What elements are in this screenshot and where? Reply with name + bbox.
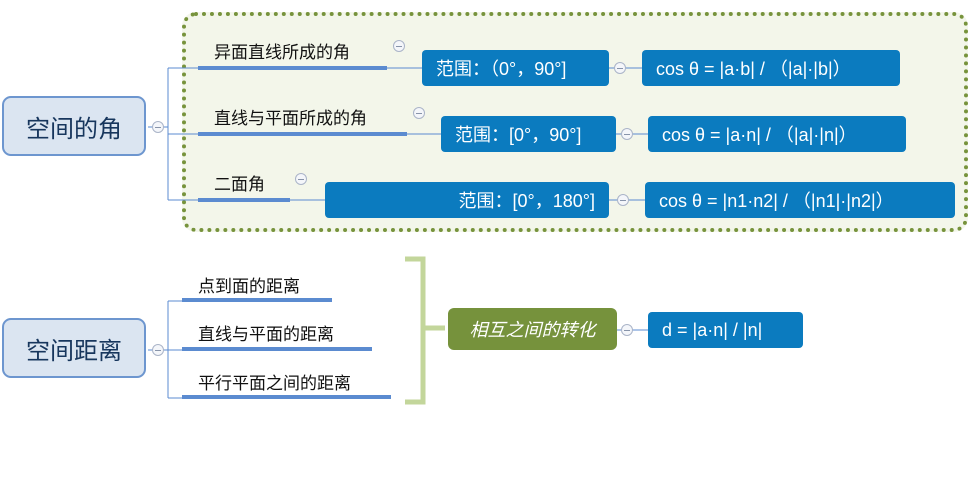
- topic-point-plane-distance[interactable]: 点到面的距离: [198, 277, 300, 296]
- topic-underline: [198, 132, 407, 136]
- topic-line-plane-distance[interactable]: 直线与平面的距离: [198, 325, 334, 344]
- collapse-toggle[interactable]: [621, 128, 633, 140]
- topic-dihedral-angle[interactable]: 二面角: [214, 175, 265, 194]
- collapse-toggle[interactable]: [295, 173, 307, 185]
- topic-underline: [198, 66, 387, 70]
- collapse-toggle[interactable]: [393, 40, 405, 52]
- topic-underline: [182, 395, 391, 399]
- collapse-toggle[interactable]: [413, 107, 425, 119]
- range-box[interactable]: 范围：（0°，90°]: [422, 50, 609, 86]
- topic-skew-lines-angle[interactable]: 异面直线所成的角: [214, 43, 350, 62]
- topic-underline: [182, 347, 372, 351]
- range-box[interactable]: 范围：[0°，90°]: [441, 116, 616, 152]
- topic-underline: [182, 298, 332, 302]
- collapse-toggle[interactable]: [617, 194, 629, 206]
- summary-box[interactable]: 相互之间的转化: [448, 308, 617, 350]
- collapse-toggle[interactable]: [152, 121, 164, 133]
- distance-formula-box[interactable]: d = |a·n| / |n|: [648, 312, 803, 348]
- root-topic-angles[interactable]: 空间的角: [2, 96, 146, 156]
- topic-line-plane-angle[interactable]: 直线与平面所成的角: [214, 109, 367, 128]
- bracket: [405, 256, 445, 405]
- formula-box[interactable]: cos θ = |a·b| / （|a|·|b|）: [642, 50, 900, 86]
- root-topic-distance[interactable]: 空间距离: [2, 318, 146, 378]
- collapse-toggle[interactable]: [614, 62, 626, 74]
- topic-parallel-planes-distance[interactable]: 平行平面之间的距离: [198, 374, 351, 393]
- topic-underline: [198, 198, 290, 202]
- range-box[interactable]: 范围：[0°，180°]: [325, 182, 609, 218]
- collapse-toggle[interactable]: [152, 344, 164, 356]
- formula-box[interactable]: cos θ = |a·n| / （|a|·|n|）: [648, 116, 906, 152]
- collapse-toggle[interactable]: [621, 324, 633, 336]
- formula-box[interactable]: cos θ = |n1·n2| / （|n1|·|n2|）: [645, 182, 955, 218]
